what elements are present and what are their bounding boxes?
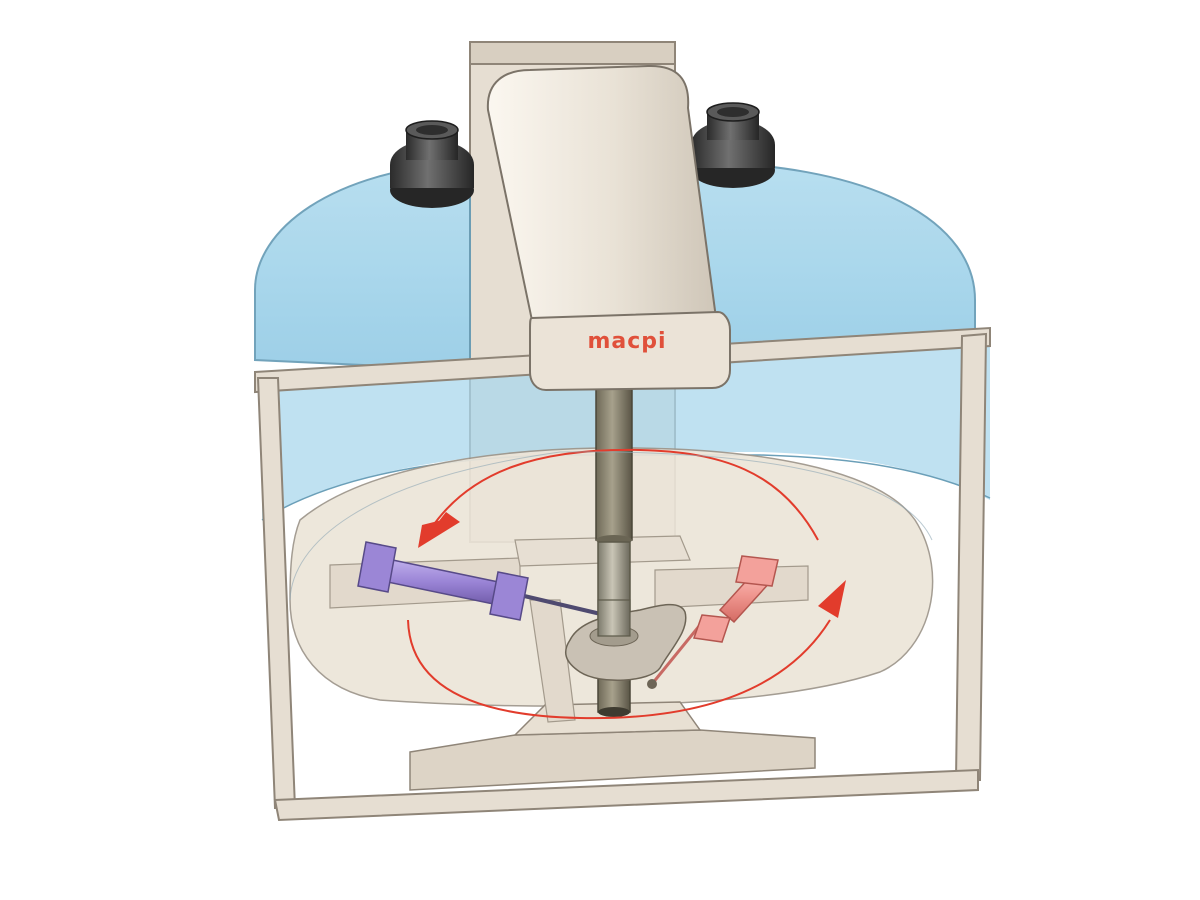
left-cylinder — [357, 541, 606, 621]
top-head: macpi — [486, 64, 731, 392]
rotation-arrows-icon — [407, 448, 846, 720]
glass-edge — [289, 451, 933, 601]
right-knob-icon[interactable] — [691, 102, 775, 188]
right-cylinder — [647, 555, 779, 689]
left-knob-icon[interactable] — [390, 120, 474, 208]
crank-plate — [564, 599, 687, 681]
brand-logo: macpi — [587, 329, 666, 354]
